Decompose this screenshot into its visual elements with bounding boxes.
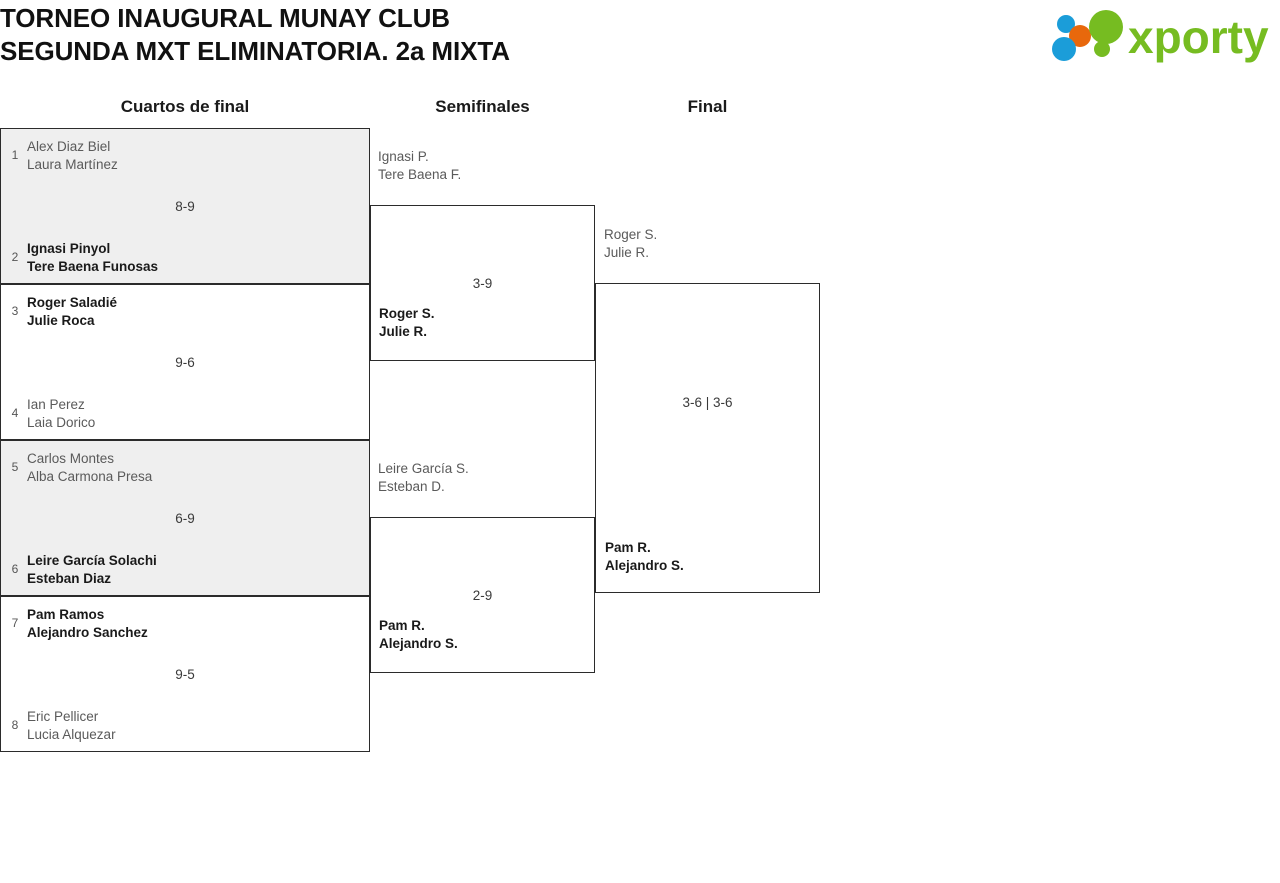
final-bottom-team[interactable]: Pam R. Alejandro S.: [596, 539, 821, 575]
xporty-logo[interactable]: xporty: [1046, 5, 1274, 67]
round-header-final: Final: [687, 97, 728, 116]
match-score: 9-5: [175, 667, 195, 682]
seed-number: 7: [11, 616, 19, 630]
seed-number: 3: [11, 304, 19, 318]
seed-number: 6: [11, 562, 19, 576]
player-name: Eric Pellicer: [27, 709, 99, 724]
match-score: 6-9: [175, 511, 195, 526]
player-name: Julie R.: [379, 324, 428, 339]
match-semifinal-1[interactable]: 3-9 Roger S. Julie R.: [370, 205, 595, 361]
team-slot-5[interactable]: Carlos Montes Alba Carmona Presa: [27, 450, 361, 486]
team-slot-6[interactable]: Leire García Solachi Esteban Diaz: [27, 552, 361, 588]
page-title: TORNEO INAUGURAL MUNAY CLUB SEGUNDA MXT …: [0, 3, 510, 66]
seed-number: 5: [11, 460, 19, 474]
player-name: Alejandro S.: [605, 558, 684, 573]
match-score: 3-9: [472, 276, 493, 291]
match-quarterfinal-2[interactable]: 3 Roger Saladié Julie Roca 9-6 4 Ian Per…: [0, 284, 370, 440]
match-final[interactable]: 3-6 | 3-6 Pam R. Alejandro S.: [595, 283, 820, 593]
svg-text:xporty: xporty: [1128, 11, 1269, 63]
player-name: Roger S.: [604, 227, 658, 242]
player-name: Tere Baena F.: [378, 167, 462, 182]
seed-number: 8: [11, 718, 19, 732]
team-slot-4[interactable]: Ian Perez Laia Dorico: [27, 396, 361, 432]
team-slot-7[interactable]: Pam Ramos Alejandro Sanchez: [27, 606, 361, 642]
team-slot-8[interactable]: Eric Pellicer Lucia Alquezar: [27, 708, 361, 744]
team-slot-1[interactable]: Alex Diaz Biel Laura Martínez: [27, 138, 361, 174]
player-name: Laia Dorico: [27, 415, 96, 430]
match-score: 3-6 | 3-6: [682, 395, 733, 410]
match-score: 9-6: [175, 355, 195, 370]
player-name: Alba Carmona Presa: [27, 469, 153, 484]
match-semifinal-2[interactable]: 2-9 Pam R. Alejandro S.: [370, 517, 595, 673]
match-score: 8-9: [175, 199, 195, 214]
match-score: 2-9: [472, 588, 493, 603]
player-name: Ignasi P.: [378, 149, 429, 164]
player-name: Laura Martínez: [27, 157, 118, 172]
semifinal-2-top-team[interactable]: Leire García S. Esteban D.: [370, 460, 595, 496]
player-name: Tere Baena Funosas: [27, 259, 159, 274]
seed-number: 1: [11, 148, 19, 162]
player-name: Julie R.: [604, 245, 650, 260]
semifinal-1-bottom-team[interactable]: Roger S. Julie R.: [371, 305, 596, 341]
seed-number: 4: [11, 406, 19, 420]
player-name: Pam R.: [605, 540, 651, 555]
player-name: Esteban Diaz: [27, 571, 112, 586]
player-name: Pam R.: [379, 618, 425, 633]
semifinal-2-bottom-team[interactable]: Pam R. Alejandro S.: [371, 617, 596, 653]
team-slot-2[interactable]: Ignasi Pinyol Tere Baena Funosas: [27, 240, 361, 276]
player-name: Leire García Solachi: [27, 553, 157, 568]
player-name: Alex Diaz Biel: [27, 139, 111, 154]
team-slot-3[interactable]: Roger Saladié Julie Roca: [27, 294, 361, 330]
final-top-team[interactable]: Roger S. Julie R.: [595, 226, 820, 262]
seed-number: 2: [11, 250, 19, 264]
round-header-semifinals: Semifinales: [435, 97, 530, 116]
round-header-quarterfinals: Cuartos de final: [120, 97, 250, 116]
player-name: Roger S.: [379, 306, 435, 321]
match-quarterfinal-1[interactable]: 1 Alex Diaz Biel Laura Martínez 8-9 2 Ig…: [0, 128, 370, 284]
semifinal-1-top-team[interactable]: Ignasi P. Tere Baena F.: [370, 148, 595, 184]
match-quarterfinal-3[interactable]: 5 Carlos Montes Alba Carmona Presa 6-9 6…: [0, 440, 370, 596]
player-name: Carlos Montes: [27, 451, 115, 466]
match-quarterfinal-4[interactable]: 7 Pam Ramos Alejandro Sanchez 9-5 8 Eric…: [0, 596, 370, 752]
player-name: Julie Roca: [27, 313, 95, 328]
player-name: Esteban D.: [378, 479, 445, 494]
player-name: Ignasi Pinyol: [27, 241, 111, 256]
player-name: Lucia Alquezar: [27, 727, 116, 742]
player-name: Pam Ramos: [27, 607, 105, 622]
player-name: Ian Perez: [27, 397, 85, 412]
player-name: Leire García S.: [378, 461, 469, 476]
player-name: Alejandro S.: [379, 636, 458, 651]
xporty-logo-graphic: xporty: [1052, 10, 1269, 63]
player-name: Roger Saladié: [27, 295, 118, 310]
player-name: Alejandro Sanchez: [27, 625, 148, 640]
